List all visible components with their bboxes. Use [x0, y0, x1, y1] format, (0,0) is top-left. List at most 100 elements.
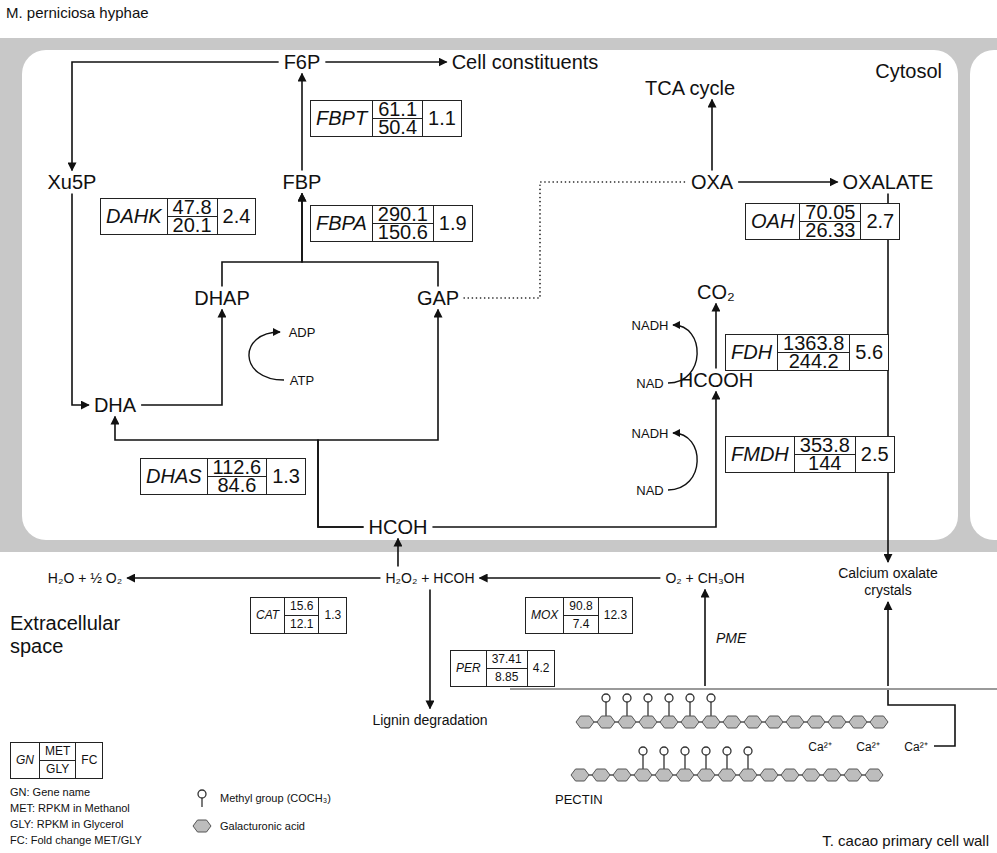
value-column: 112.684.6 [207, 459, 268, 494]
galacturonic-hexagon [739, 769, 757, 781]
compartment-label: Extracellular space [10, 612, 160, 658]
galacturonic-hexagon [597, 716, 615, 728]
reaction-arrow [72, 62, 279, 171]
value-column: 70.0526.33 [799, 204, 861, 239]
metabolite-label: F6P [281, 53, 324, 72]
value-column: 290.1150.6 [372, 206, 434, 241]
node-text: OXA [691, 174, 733, 191]
rpkm-value: 244.2 [778, 352, 849, 370]
enzyme-expression-box: DHAS112.684.61.3 [140, 458, 306, 495]
methyl-group [665, 694, 673, 702]
methyl-stick [642, 755, 643, 769]
methyl-stick [647, 702, 648, 716]
rpkm-value: 50.4 [373, 118, 422, 136]
metabolite-label: HCOOH [676, 371, 756, 390]
cytosol-ground [22, 50, 958, 540]
fold-change: 2.5 [856, 437, 894, 472]
galacturonic-hexagon [702, 716, 720, 728]
node-text: Cell constituents [452, 54, 599, 71]
methyl-group [623, 694, 631, 702]
rpkm-value: 112.6 [208, 459, 267, 476]
ion-label: Ca²⁺ [856, 738, 879, 755]
enzyme-expression-box: FMDH353.81442.5 [725, 436, 895, 473]
rpkm-value: 26.33 [800, 221, 860, 239]
galacturonic-hexagon [697, 769, 715, 781]
node-text: Calcium oxalate crystals [831, 565, 945, 599]
rpkm-value: 150.6 [373, 223, 433, 241]
fold-change: 1.1 [423, 101, 461, 136]
reaction-arrow [318, 310, 438, 528]
fold-change: 2.4 [218, 199, 256, 234]
reaction-arrow [480, 577, 661, 579]
gene-name: OAH [746, 204, 799, 239]
rpkm-value: 84.6 [208, 476, 267, 494]
legend-swatch [190, 816, 214, 836]
methyl-group [723, 747, 731, 755]
reaction-arrow [127, 577, 380, 579]
hyphal-wall-band [0, 38, 997, 552]
galacturonic-hexagon [676, 769, 694, 781]
fold-change: 1.3 [319, 598, 346, 633]
metabolite-label: O₂ + CH₃OH [662, 569, 747, 588]
galacturonic-hexagon [781, 769, 799, 781]
gene-name: FBPT [311, 101, 372, 136]
value-column: 47.820.1 [167, 199, 218, 234]
node-text: DHA [94, 397, 136, 414]
methyl-group [707, 694, 715, 702]
methyl-stick [605, 702, 606, 716]
rpkm-value: 47.8 [168, 199, 217, 216]
fold-change: 12.3 [599, 598, 632, 633]
reaction-arrow [325, 61, 446, 63]
enzyme-expression-box: PER37.418.854.2 [450, 650, 555, 687]
rpkm-value: 353.8 [795, 437, 855, 454]
methyl-stick [626, 702, 627, 716]
methyl-stick [663, 755, 664, 769]
cofactor-label: NAD [636, 376, 663, 391]
galacturonic-hexagon [723, 716, 741, 728]
rpkm-value: 12.1 [285, 615, 318, 633]
galacturonic-hexagon [865, 769, 883, 781]
rpkm-value: 20.1 [168, 216, 217, 234]
galacturonic-hexagon [744, 716, 762, 728]
value-column: 15.612.1 [284, 598, 319, 633]
legend-item: Methyl group (COCH₃) [190, 788, 331, 808]
methyl-group [660, 747, 668, 755]
gene-name: CAT [251, 598, 284, 633]
galacturonic-hexagon [765, 716, 783, 728]
methyl-stick [668, 702, 669, 716]
methyl-stick [710, 702, 711, 716]
galacturonic-hexagon [655, 769, 673, 781]
enzyme-expression-box: GNMETGLYFC [10, 742, 103, 779]
gene-name: GN [11, 743, 39, 778]
galacturonic-hexagon [718, 769, 736, 781]
methyl-stick [726, 755, 727, 769]
cofactor-arrow [668, 433, 697, 490]
galacturonic-hexagon [634, 769, 652, 781]
methyl-group [744, 747, 752, 755]
node-text: O₂ + CH₃OH [665, 570, 744, 587]
galacturonic-hexagon [786, 716, 804, 728]
node-text: Lignin degradation [372, 712, 487, 729]
node-text: OXALATE [843, 174, 934, 191]
rpkm-value: 7.4 [564, 615, 597, 633]
galacturonic-hexagon [823, 769, 841, 781]
key-note: GLY: RPKM in Glycerol [10, 818, 124, 830]
enzyme-expression-box: FDH1363.8244.25.6 [725, 334, 889, 371]
rpkm-value: 61.1 [373, 101, 422, 118]
rpkm-value: 8.85 [487, 668, 527, 686]
rpkm-value: 1363.8 [778, 335, 849, 352]
value-column: 37.418.85 [486, 651, 528, 686]
enzyme-expression-box: MOX90.87.412.3 [525, 597, 633, 634]
key-note: GN: Gene name [10, 786, 90, 798]
value-column: 90.87.4 [563, 598, 598, 633]
reaction-arrow [715, 304, 717, 369]
compartment-region: CytosolF6PCell constituentsTCA cycleFBPT… [22, 50, 958, 540]
cofactor-label: NAD [636, 483, 663, 498]
metabolite-label: Xu5P [45, 173, 100, 192]
fold-change: 1.9 [434, 206, 472, 241]
galacturonic-hexagon [870, 716, 888, 728]
metabolite-label: TCA cycle [642, 79, 738, 98]
metabolite-label: OXALATE [840, 173, 937, 192]
